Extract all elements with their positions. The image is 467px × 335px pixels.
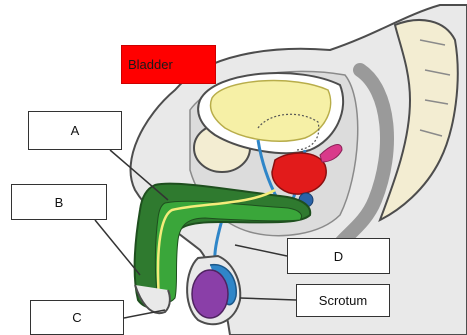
testis <box>192 270 228 318</box>
label-b: B <box>11 184 107 220</box>
bladder-label: Bladder <box>121 45 216 84</box>
label-d: D <box>287 238 390 274</box>
label-c: C <box>30 300 124 335</box>
leader-line-b <box>95 220 140 275</box>
scrotum-label: Scrotum <box>296 284 390 317</box>
label-a: A <box>28 111 122 150</box>
prostate <box>272 153 326 194</box>
